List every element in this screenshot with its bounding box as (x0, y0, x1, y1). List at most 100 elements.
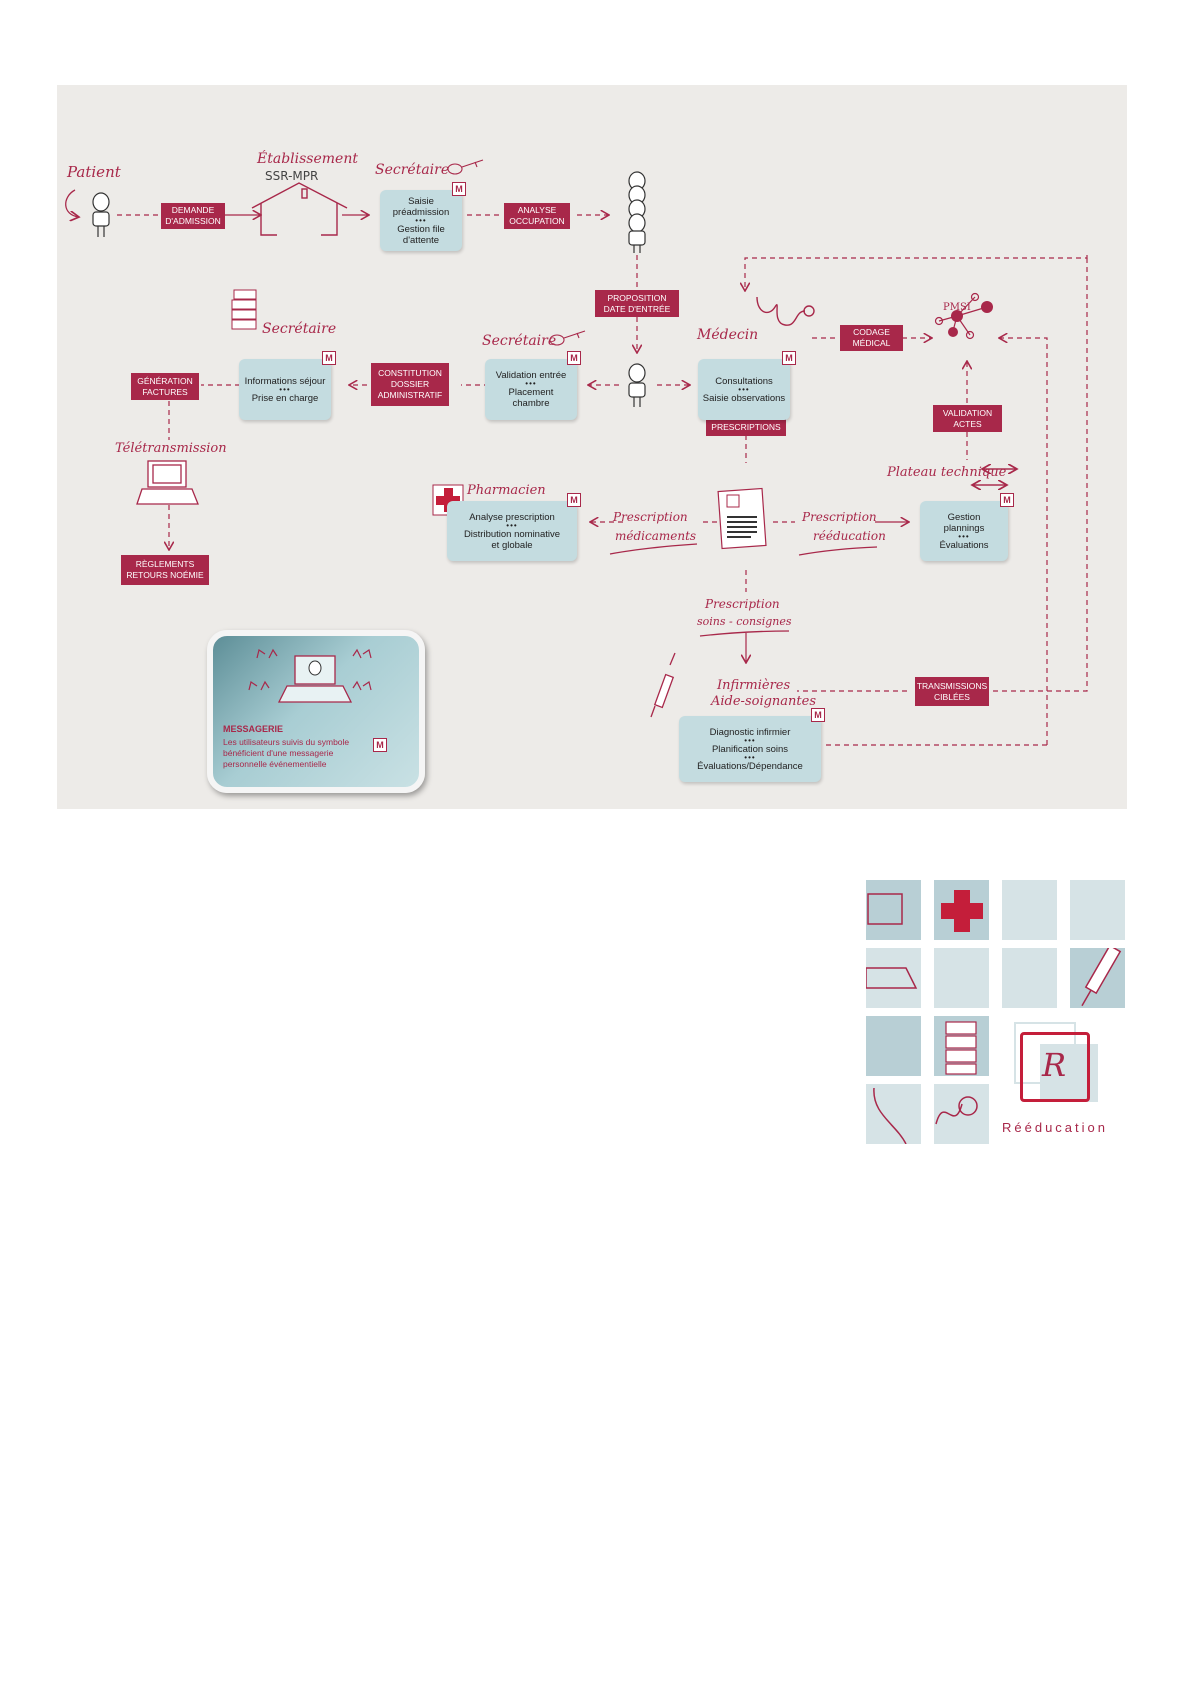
house-icon (251, 182, 348, 236)
box-plannings: Gestion plannings ••• Évaluations (920, 501, 1008, 561)
box-text: Planification soins (711, 743, 789, 755)
label-prescription-medicaments-2: médicaments (615, 529, 697, 543)
patients-queue-figure (628, 171, 646, 253)
tag-proposition-date: PROPOSITION DATE D'ENTRÉE (595, 290, 679, 317)
pmsi-network-icon (934, 292, 993, 340)
box-text: Prise en charge (251, 392, 319, 404)
messagerie-title: MESSAGERIE (223, 724, 284, 734)
module-badge: M (567, 351, 581, 365)
label-prescription-soins-1: Prescription (705, 597, 780, 611)
module-badge: M (373, 738, 387, 752)
workflow-diagram: Patient Établissement SSR-MPR Secrétaire… (57, 85, 1127, 809)
messagerie-text: Les utilisateurs suivis du symbole bénéf… (223, 737, 350, 769)
box-text: Diagnostic infirmier (709, 726, 791, 738)
module-badge: M (782, 351, 796, 365)
label-prescription-medicaments-1: Prescription (613, 510, 688, 524)
logo-tile-laptop (866, 880, 921, 940)
tag-constitution-dossier: CONSTITUTION DOSSIER ADMINISTRATIF (371, 363, 449, 406)
module-badge: M (1000, 493, 1014, 507)
actor-infirmieres: Infirmières (717, 678, 791, 693)
box-text: Placement chambre (508, 387, 554, 409)
logo-tile (1002, 948, 1057, 1008)
actor-patient: Patient (67, 163, 121, 181)
logo-tile-laptop-base (865, 948, 921, 1008)
laptop-icon (867, 893, 903, 925)
tag-validation-actes: VALIDATION ACTES (933, 405, 1002, 432)
actor-secretaire-2: Secrétaire (482, 333, 557, 349)
actor-pmsi: PMSI (943, 302, 971, 313)
stethoscope-icon (873, 1087, 907, 1145)
separator: ••• (744, 735, 756, 745)
logo-label: Rééducation (1002, 1120, 1108, 1135)
patient-figure (92, 192, 110, 237)
label-prescription-reeducation-2: rééducation (813, 529, 886, 543)
actor-pharmacien: Pharmacien (467, 483, 546, 498)
box-consultations: Consultations ••• Saisie observations (698, 359, 790, 420)
box-text: Analyse prescription (469, 511, 555, 523)
logo-tile (866, 1016, 921, 1076)
logo-letter: R (1042, 1046, 1067, 1084)
key-icon (447, 159, 484, 175)
logo-tile-stethoscope-head (934, 1084, 989, 1144)
stethoscope-icon (756, 296, 815, 326)
actor-secretaire-1: Secrétaire (375, 162, 450, 178)
actor-plateau-technique: Plateau technique (887, 465, 1007, 480)
box-text: Gestion file d'attente (397, 223, 445, 246)
actor-ssr-mpr: SSR-MPR (265, 169, 319, 183)
module-badge: M (567, 493, 581, 507)
box-informations-sejour: Informations séjour ••• Prise en charge (239, 359, 331, 420)
actor-etablissement: Établissement (257, 151, 358, 167)
reeducation-logo: R Rééducation (865, 880, 1126, 1145)
tag-prescriptions: PRESCRIPTIONS (706, 418, 786, 436)
box-text: Évaluations/Dépendance (697, 760, 803, 772)
stethoscope-head-icon (935, 1096, 978, 1125)
tag-transmissions-ciblees: TRANSMISSIONS CIBLÉES (915, 677, 989, 706)
laptop-icon (136, 460, 199, 505)
box-text: Gestion plannings (943, 511, 985, 534)
module-badge: M (452, 182, 466, 196)
tag-analyse-occupation: ANALYSE OCCUPATION (504, 203, 570, 229)
logo-tile-cross (934, 880, 989, 940)
actor-secretaire-3: Secrétaire (262, 321, 337, 337)
module-badge: M (811, 708, 825, 722)
box-preadmission: Saisie préadmission ••• Gestion file d'a… (380, 190, 462, 251)
key-icon (549, 330, 586, 346)
separator: ••• (738, 384, 750, 394)
prescription-document-icon (717, 487, 767, 550)
patient-figure-middle (628, 363, 646, 407)
tag-generation-factures: GÉNÉRATION FACTURES (131, 373, 199, 400)
tag-codage-medical: CODAGE MÉDICAL (840, 325, 903, 351)
box-infirmier: Diagnostic infirmier ••• Planification s… (679, 716, 821, 782)
label-prescription-reeducation-1: Prescription (802, 510, 877, 524)
medical-cross-icon (941, 890, 983, 932)
box-text: Validation entrée (495, 370, 567, 381)
box-text: Saisie préadmission (392, 195, 450, 218)
separator: ••• (506, 520, 518, 530)
logo-tile (934, 948, 989, 1008)
box-text: Saisie observations (702, 392, 786, 404)
module-badge: M (322, 351, 336, 365)
box-pharmacie: Analyse prescription ••• Distribution no… (447, 501, 577, 561)
box-text: Distribution nominative et globale (463, 528, 561, 551)
logo-tile-syringe-top (1070, 880, 1125, 940)
label-prescription-soins-2: soins - consignes (697, 615, 792, 628)
laptop-notification-icon (248, 648, 372, 703)
logo-tile-syringe (1070, 944, 1125, 1008)
syringe-icon (650, 652, 676, 718)
logo-tile (1002, 880, 1057, 940)
separator: ••• (415, 215, 427, 225)
box-text: Évaluations (939, 539, 989, 551)
separator: ••• (279, 384, 291, 394)
separator: ••• (525, 379, 537, 388)
actor-medecin: Médecin (697, 327, 759, 343)
logo-tile-stethoscope (866, 1084, 921, 1145)
logo-mark: R Rééducation (1002, 1016, 1125, 1144)
archive-boxes-icon (945, 1021, 977, 1075)
messagerie-panel: MESSAGERIE Les utilisateurs suivis du sy… (207, 630, 425, 793)
logo-frame (1020, 1032, 1090, 1102)
separator: ••• (958, 531, 970, 541)
archive-boxes-icon (231, 289, 257, 330)
actor-teletransmission: Télétransmission (115, 441, 227, 456)
laptop-base-icon (865, 967, 918, 989)
syringe-icon (1081, 944, 1122, 1007)
